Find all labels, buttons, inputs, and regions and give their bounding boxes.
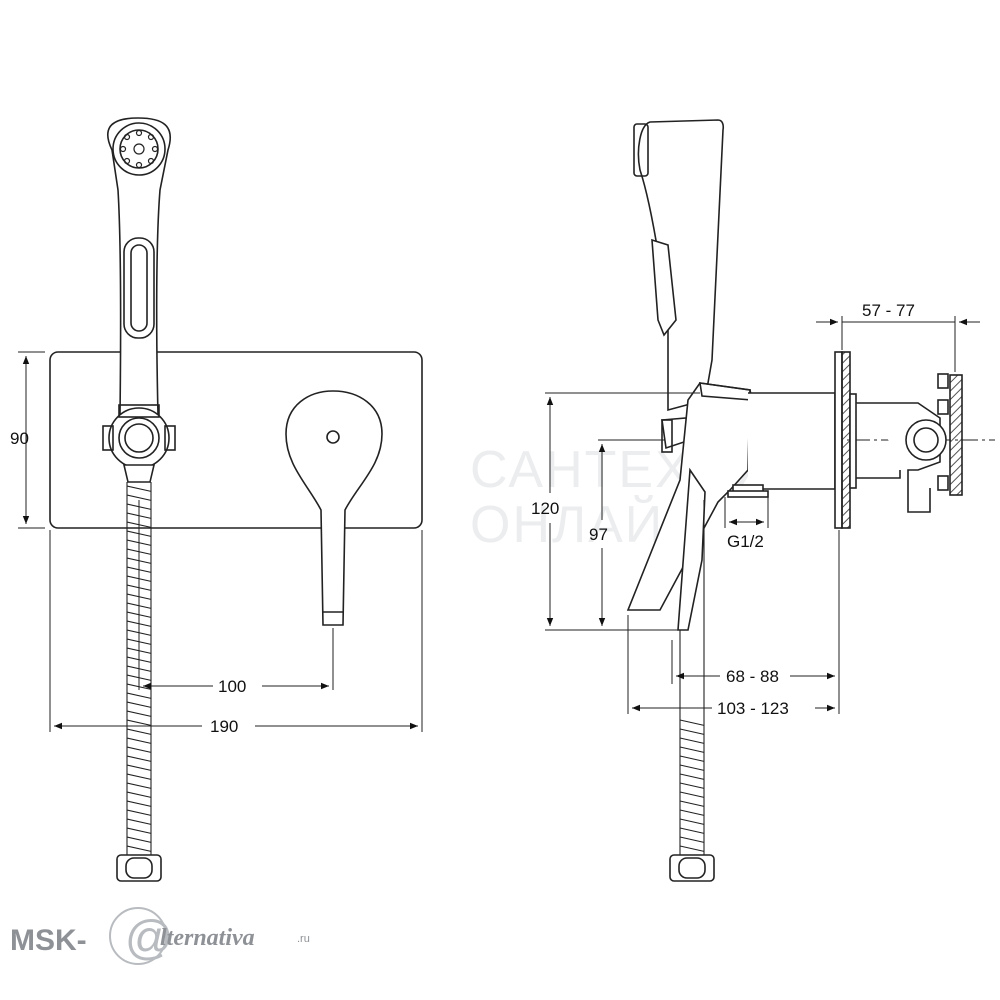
dim-thread: G1/2 (727, 532, 764, 551)
dim-outlet-height: 97 (589, 525, 608, 544)
handset-side (633, 119, 725, 412)
wall-flange (834, 351, 857, 529)
logo-at-sign: @ (124, 912, 173, 965)
trigger-button (123, 237, 155, 339)
hose-side (679, 500, 705, 860)
dim-wall-depth: 57 - 77 (862, 301, 915, 320)
side-view (626, 119, 995, 882)
holder-front (102, 404, 176, 483)
logo-at-circle (109, 907, 167, 965)
handset-front (106, 117, 172, 416)
dim-side-height: 120 (531, 499, 559, 518)
dim-lever-spacing: 100 (218, 677, 246, 696)
brand-logo: MSK- @ lternativa .ru (10, 907, 310, 965)
hose-spiral-side (679, 719, 705, 852)
front-dimensions (18, 351, 423, 732)
dim-plate-width: 190 (210, 717, 238, 736)
logo-right-text: lternativa (160, 925, 255, 951)
spray-nozzles (119, 129, 159, 169)
lever-side (626, 382, 753, 631)
dim-total-depth: 103 - 123 (717, 699, 789, 718)
logo-left-text: MSK- (10, 924, 87, 957)
side-dimensions (545, 316, 980, 714)
front-dimension-labels: 90 100 190 (10, 429, 246, 736)
front-view (49, 117, 423, 882)
hose-nut-front (116, 854, 162, 882)
side-dimension-labels: 120 97 G1/2 57 - 77 68 - 88 103 - 123 (531, 301, 915, 718)
logo-domain-suffix: .ru (297, 933, 310, 945)
spray-face (112, 122, 166, 176)
holder-side (661, 417, 691, 453)
wall-section (949, 374, 963, 496)
dim-lever-depth: 68 - 88 (726, 667, 779, 686)
lever-front (285, 390, 383, 626)
in-wall-box (856, 373, 963, 513)
dim-front-height: 90 (10, 429, 29, 448)
wall-plate (49, 351, 423, 529)
hose-nut-side (669, 854, 715, 882)
